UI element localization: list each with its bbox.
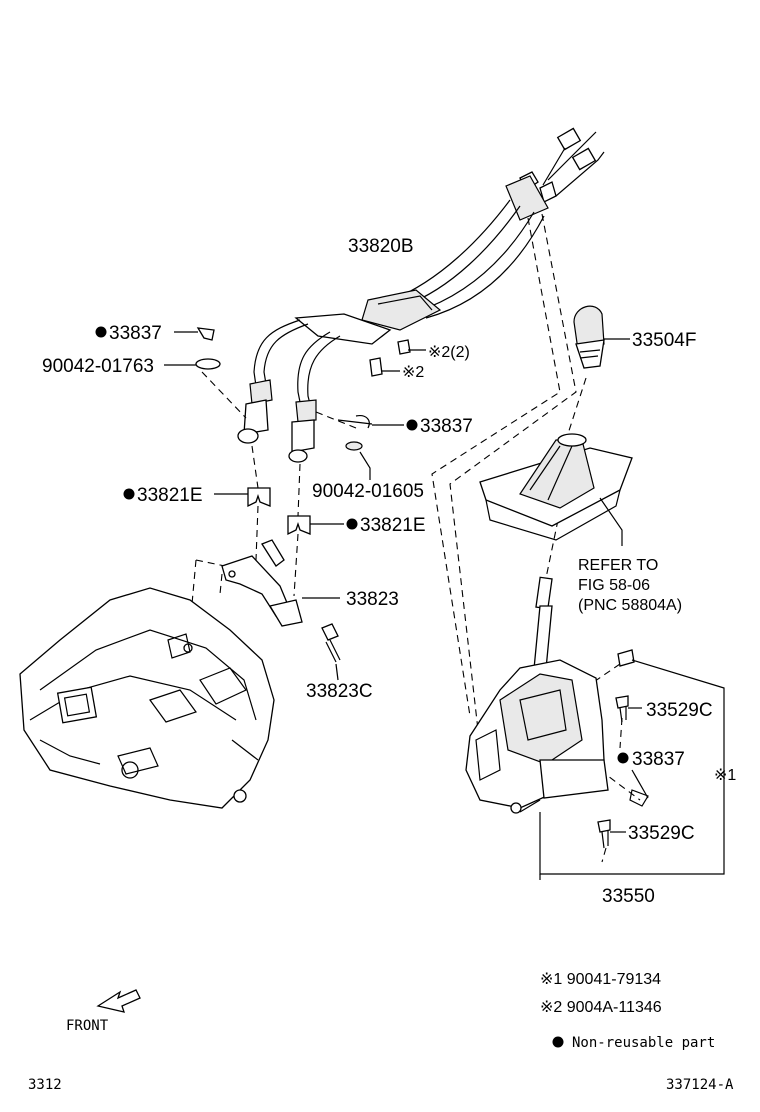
washer-icon-left (195, 358, 221, 370)
label-bracket: 33823 (346, 589, 399, 610)
label-bolt-upper: 33529C (646, 700, 713, 721)
label-refer-3: (PNC 58804A) (578, 597, 682, 614)
shift-cable-assembly (237, 127, 605, 463)
label-cable-assy: 33820B (348, 236, 414, 257)
console-bezel (479, 433, 633, 541)
label-bolt-ref2b: ※2 (402, 364, 424, 381)
label-clip-mid: 33837 (420, 416, 473, 437)
legend-nonreusable: Non-reusable part (572, 1035, 715, 1051)
label-bolt-lower: 33529C (628, 823, 695, 844)
nonreusable-dot-icon (123, 488, 135, 500)
shifter-bolt-upper (615, 695, 629, 723)
nonreusable-dot-icon (552, 1036, 564, 1048)
front-label: FRONT (66, 1018, 109, 1034)
label-washer-mid: 90042-01605 (312, 481, 424, 502)
label-bracket-bolt: 33823C (306, 681, 373, 702)
shifter-bolt-lower (597, 819, 611, 849)
washer-icon-mid (345, 441, 363, 451)
clip-icon-mid (337, 415, 373, 429)
label-refer-1: REFER TO (578, 557, 658, 574)
shift-lever-housing (465, 576, 635, 814)
cable-bracket (221, 539, 303, 627)
legend-ref2: ※2 9004A-11346 (540, 999, 662, 1016)
callout-leaders (164, 331, 725, 880)
label-clip-top-left: 33837 (109, 323, 162, 344)
retainer-clip-left (247, 487, 271, 508)
nonreusable-dot-icon (346, 518, 358, 530)
label-retainer-right: 33821E (360, 515, 426, 536)
callout-labels: 33820B 33837 90042-01763 ※2(2) ※2 33837 … (42, 236, 736, 907)
label-refer-2: FIG 58-06 (578, 577, 650, 594)
label-ref1-side: ※1 (714, 767, 736, 784)
footer-left: 3312 (28, 1077, 62, 1093)
shifter-clip-icon (629, 789, 649, 807)
label-bolt-ref2a: ※2(2) (428, 344, 470, 361)
label-knob: 33504F (632, 330, 696, 351)
transaxle-housing (19, 587, 275, 809)
label-washer-left: 90042-01763 (42, 356, 154, 377)
footer-right: 337124-A (666, 1077, 734, 1093)
label-shifter-assy: 33550 (602, 886, 655, 907)
label-clip-lower: 33837 (632, 749, 685, 770)
nonreusable-dot-icon (406, 419, 418, 431)
front-arrow-icon (96, 989, 141, 1013)
nonreusable-dot-icon (617, 752, 629, 764)
legend: ※1 90041-79134 ※2 9004A-11346 Non-reusab… (540, 971, 715, 1051)
bracket-bolt (321, 623, 341, 663)
leader-lines (187, 213, 641, 863)
nonreusable-dot-icon (95, 326, 107, 338)
clip-icon-top-left (196, 327, 215, 341)
legend-ref1: ※1 90041-79134 (540, 971, 661, 988)
label-retainer-left: 33821E (137, 485, 203, 506)
shift-knob (573, 305, 605, 369)
retainer-clip-right (287, 515, 311, 536)
